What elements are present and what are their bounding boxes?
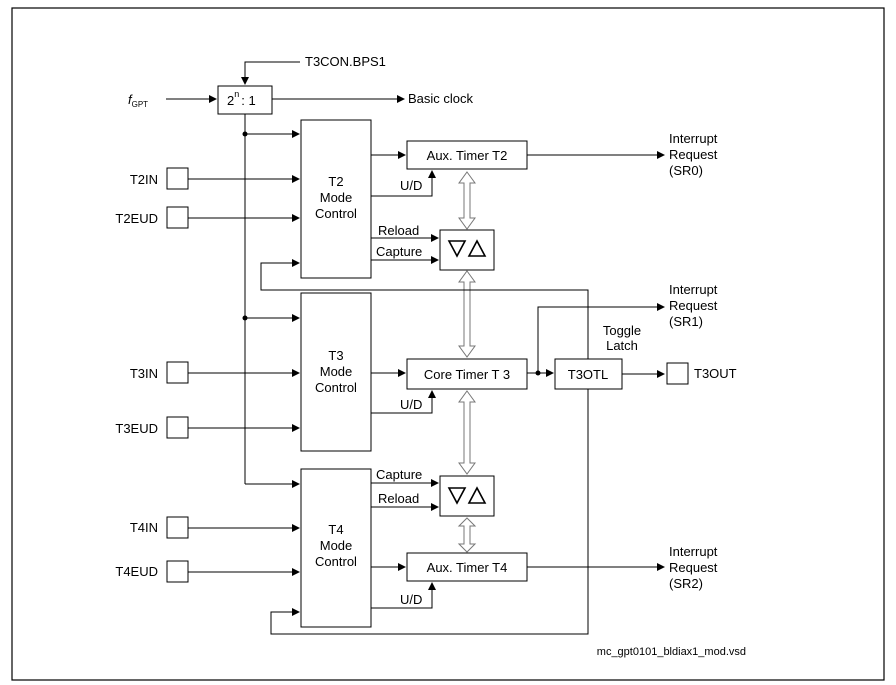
pin-t2in-box	[166, 167, 189, 190]
pin-t2eud: T2EUD	[115, 206, 300, 229]
svg-text:T2EUD: T2EUD	[115, 211, 158, 226]
bus-arrow-t2-block	[458, 171, 476, 230]
prescaler-label: 2n: 1	[227, 89, 256, 108]
bus-arrow-block-t3	[458, 270, 476, 358]
pin-t3in: T3IN	[130, 361, 300, 384]
svg-text:Latch: Latch	[606, 338, 638, 353]
pin-t4eud: T4EUD	[115, 560, 300, 583]
svg-text:Request: Request	[669, 147, 718, 162]
pin-t3eud-box	[166, 416, 189, 439]
svg-text:T4IN: T4IN	[130, 520, 158, 535]
t3-mode-control: T3 Mode Control	[300, 292, 372, 452]
pin-t3in-box	[166, 361, 189, 384]
t2-reload-capture-block	[439, 229, 495, 271]
t3con-bps1-label: T3CON.BPS1	[305, 54, 386, 69]
svg-text:(SR0): (SR0)	[669, 163, 703, 178]
toggle-latch-label: Toggle Latch	[603, 323, 641, 353]
otl-feedback-t2	[260, 259, 589, 359]
svg-text:Request: Request	[669, 298, 718, 313]
svg-text:T3EUD: T3EUD	[115, 421, 158, 436]
svg-text:Mode: Mode	[320, 190, 353, 205]
aux-timer-t4: Aux. Timer T4	[406, 552, 528, 582]
svg-text:T2IN: T2IN	[130, 172, 158, 187]
svg-text:Interrupt: Interrupt	[669, 131, 718, 146]
svg-text:T3OTL: T3OTL	[568, 367, 608, 382]
footer-filename: mc_gpt0101_bldiax1_mod.vsd	[597, 646, 746, 658]
t4-ud-label: U/D	[400, 592, 422, 607]
svg-text:T4: T4	[328, 522, 343, 537]
prescaler-box	[217, 85, 273, 115]
pin-t3out-box	[666, 362, 689, 385]
t4-reload-label: Reload	[378, 491, 419, 506]
core-timer-t3: Core Timer T 3	[406, 358, 528, 390]
svg-text:Control: Control	[315, 554, 357, 569]
pin-t4in-box	[166, 516, 189, 539]
svg-text:Toggle: Toggle	[603, 323, 641, 338]
pin-t4in: T4IN	[130, 516, 300, 539]
svg-text:Mode: Mode	[320, 364, 353, 379]
pin-t2in: T2IN	[130, 167, 300, 190]
svg-text:T4EUD: T4EUD	[115, 564, 158, 579]
basic-clock-label: Basic clock	[408, 91, 474, 106]
svg-text:T3IN: T3IN	[130, 366, 158, 381]
fgpt-label: fGPT	[128, 92, 148, 109]
t4-reload-capture-block	[439, 475, 495, 517]
t2-ud-label: U/D	[400, 178, 422, 193]
bps1-control-line	[241, 61, 300, 85]
t2-reload-label: Reload	[378, 223, 419, 238]
t3out-label: T3OUT	[694, 366, 737, 381]
pin-t4eud-box	[166, 560, 189, 583]
svg-text:Aux. Timer T4: Aux. Timer T4	[427, 560, 508, 575]
t4-mode-control: T4 Mode Control	[300, 468, 372, 628]
svg-text:T2: T2	[328, 174, 343, 189]
svg-text:Aux. Timer T2: Aux. Timer T2	[427, 148, 508, 163]
t2-capture-label: Capture	[376, 244, 422, 259]
svg-text:Control: Control	[315, 380, 357, 395]
aux-timer-t2: Aux. Timer T2	[406, 140, 528, 170]
t3otl-box: T3OTL	[554, 358, 623, 390]
svg-text:(SR2): (SR2)	[669, 576, 703, 591]
t3-ud-label: U/D	[400, 397, 422, 412]
svg-text:Core Timer T 3: Core Timer T 3	[424, 367, 510, 382]
svg-text:T3: T3	[328, 348, 343, 363]
svg-text:Request: Request	[669, 560, 718, 575]
t4-ud-line	[371, 582, 436, 609]
diagram-frame	[11, 7, 885, 681]
svg-text:Interrupt: Interrupt	[669, 282, 718, 297]
svg-text:Control: Control	[315, 206, 357, 221]
svg-text:Interrupt: Interrupt	[669, 544, 718, 559]
t4-capture-label: Capture	[376, 467, 422, 482]
interrupt-sr2-label: Interrupt Request (SR2)	[669, 544, 718, 591]
pin-t3eud: T3EUD	[115, 416, 300, 439]
t2-ud-line	[371, 170, 436, 197]
svg-text:(SR1): (SR1)	[669, 314, 703, 329]
interrupt-sr0-label: Interrupt Request (SR0)	[669, 131, 718, 178]
bus-arrow-t3-block	[458, 390, 476, 475]
t3-ud-line	[371, 390, 436, 414]
svg-text:Mode: Mode	[320, 538, 353, 553]
otl-feedback-t4	[270, 389, 589, 635]
t2-mode-control: T2 Mode Control	[300, 119, 372, 279]
sr1-line	[537, 303, 665, 373]
bus-arrow-block-t4	[457, 517, 477, 553]
pin-t2eud-box	[166, 206, 189, 229]
interrupt-sr1-label: Interrupt Request (SR1)	[669, 282, 718, 329]
